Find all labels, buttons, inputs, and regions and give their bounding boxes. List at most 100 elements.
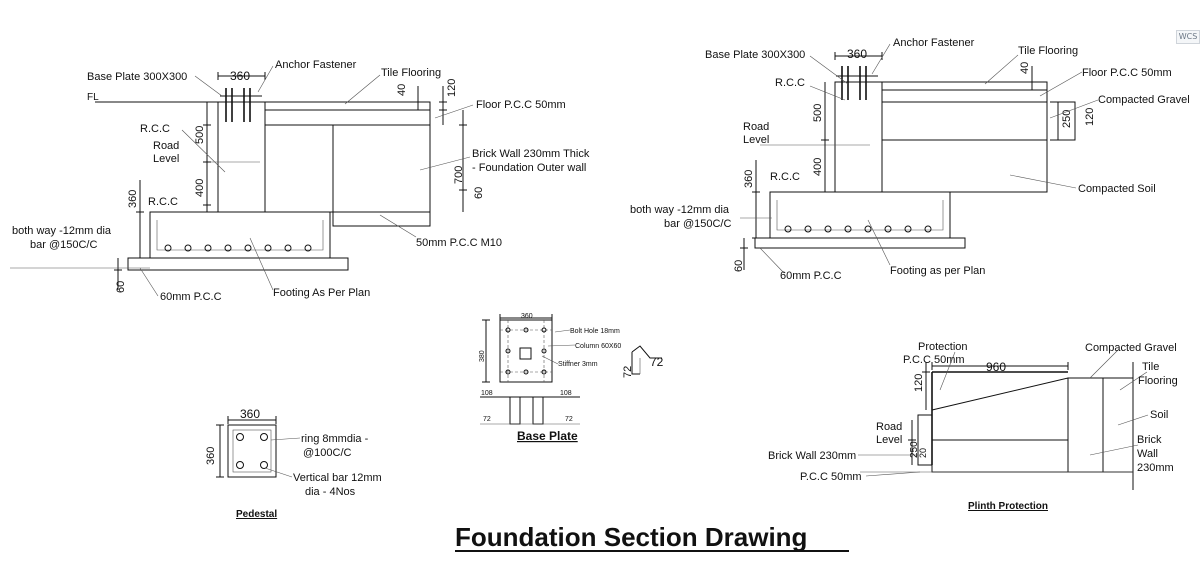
- label-bar-left-1: both way -12mm dia: [12, 225, 112, 237]
- label-road-left: Road: [153, 140, 179, 152]
- label-pcc-m10-left: 50mm P.C.C M10: [416, 237, 502, 249]
- label-anchor-right: Anchor Fastener: [893, 37, 975, 49]
- dim-500-right: 500: [812, 104, 824, 122]
- pp-dim-20: 20: [918, 448, 928, 458]
- ped-dim-360v: 360: [205, 447, 217, 465]
- pp-label-brick-r3: 230mm: [1137, 462, 1174, 474]
- pedestal-column-left: [217, 101, 266, 213]
- bp-dim-72b: 72: [565, 416, 573, 423]
- label-bar-right-1: both way -12mm dia: [630, 204, 730, 216]
- dim-500-left: 500: [194, 126, 206, 144]
- dim-60a-left: 60: [473, 187, 485, 199]
- pp-label-tile-1: Tile: [1142, 361, 1159, 373]
- drawing-title: Foundation Section Drawing: [455, 522, 807, 552]
- label-tile-left: Tile Flooring: [381, 67, 441, 79]
- label-road-right: Road: [743, 121, 769, 133]
- pp-label-pcc: P.C.C 50mm: [800, 471, 862, 483]
- label-base-plate-right: Base Plate 300X300: [705, 49, 805, 61]
- dim-40-right: 40: [1019, 62, 1031, 74]
- footing-left: [149, 211, 331, 259]
- label-footing-right: Footing as per Plan: [890, 265, 985, 277]
- plinth-fill: [931, 377, 1069, 473]
- bp-dim-108a: 108: [481, 390, 493, 397]
- bp-dim-72d: 72: [622, 366, 634, 378]
- pp-label-protection-2: P.C.C 50mm: [903, 354, 965, 366]
- ped-dim-360h: 360: [240, 407, 260, 421]
- dim-360-right: 360: [847, 47, 867, 61]
- bp-label-stiffner: Stiffner 3mm: [558, 361, 598, 368]
- bp-dim-72a: 72: [483, 416, 491, 423]
- label-bar-left-2: bar @150C/C: [30, 239, 97, 251]
- dim-120-right: 120: [1084, 108, 1096, 126]
- pcc-60-left: [127, 257, 349, 271]
- ped-label-vbar-2: dia - 4Nos: [305, 486, 356, 498]
- pcc-60-right: [754, 237, 966, 249]
- base-plate-detail: 360 380 Bolt Hole 18mm Column 60X60 Stif…: [479, 313, 664, 443]
- dim-360v-left: 360: [127, 190, 139, 208]
- label-fl: FL: [87, 92, 99, 103]
- footing-right: [769, 191, 951, 239]
- right-foundation-section: Base Plate 300X300 360 Anchor Fastener T…: [630, 37, 1190, 282]
- pedestal-detail: 360 360 ring 8mmdia - @100C/C Vertical b…: [205, 407, 382, 520]
- pp-label-tile-2: Flooring: [1138, 375, 1178, 387]
- pp-label-brick-r2: Wall: [1137, 448, 1158, 460]
- compacted-soil-right: [881, 139, 1048, 193]
- bp-dim-72c: 72: [650, 355, 664, 369]
- plinth-soil-band: [931, 439, 1069, 473]
- label-pcc60-right: 60mm P.C.C: [780, 270, 842, 282]
- stiffner-detail: [631, 345, 662, 375]
- dim-250-right: 250: [1061, 110, 1073, 128]
- label-tile-right: Tile Flooring: [1018, 45, 1078, 57]
- pp-dim-120: 120: [913, 374, 925, 392]
- label-pcc60-left: 60mm P.C.C: [160, 291, 222, 303]
- dim-60b-left: 60: [115, 281, 127, 293]
- bp-dim-108b: 108: [560, 390, 572, 397]
- dim-400-left: 400: [194, 179, 206, 197]
- rebars-left: [164, 244, 312, 252]
- anchor-bolts-right: [841, 66, 867, 100]
- floor-pcc-left: [264, 109, 431, 126]
- ped-label-ring-2: @100C/C: [303, 447, 352, 459]
- bp-dim-380: 380: [479, 350, 486, 362]
- bp-caption: Base Plate: [517, 429, 578, 443]
- pp-dim-250: 250: [909, 441, 920, 458]
- pp-label-level: Level: [876, 434, 902, 446]
- label-rcc-lower-left: R.C.C: [148, 196, 178, 208]
- bp-dim-360: 360: [521, 313, 533, 320]
- label-brick-left-2: - Foundation Outer wall: [472, 162, 586, 174]
- dim-360-left: 360: [230, 69, 250, 83]
- label-base-plate-left: Base Plate 300X300: [87, 71, 187, 83]
- pp-dim-960: 960: [986, 360, 1006, 374]
- pp-caption: Plinth Protection: [968, 501, 1048, 512]
- pp-label-brick-r1: Brick: [1137, 434, 1162, 446]
- label-gravel-right: Compacted Gravel: [1098, 94, 1190, 106]
- tile-flooring-right: [881, 81, 1048, 91]
- pedestal-bars: [236, 433, 268, 469]
- bp-label-column: Column 60X60: [575, 343, 621, 350]
- pp-label-gravel: Compacted Gravel: [1085, 342, 1177, 354]
- floor-pcc-right: [881, 89, 1048, 103]
- pp-label-brick-left: Brick Wall 230mm: [768, 450, 856, 462]
- label-floor-pcc-right: Floor P.C.C 50mm: [1082, 67, 1172, 79]
- dim-40-left: 40: [396, 84, 408, 96]
- pp-label-road: Road: [876, 421, 902, 433]
- rebars-right: [784, 225, 932, 233]
- label-rcc-lower-right: R.C.C: [770, 171, 800, 183]
- label-rcc-upper-right: R.C.C: [775, 77, 805, 89]
- ped-label-vbar-1: Vertical bar 12mm: [293, 472, 382, 484]
- ped-label-ring-1: ring 8mmdia -: [301, 433, 369, 445]
- label-floor-pcc-left: Floor P.C.C 50mm: [476, 99, 566, 111]
- dim-400-right: 400: [812, 158, 824, 176]
- label-rcc-upper-left: R.C.C: [140, 123, 170, 135]
- dim-60-right: 60: [733, 260, 745, 272]
- pp-label-protection-1: Protection: [918, 341, 968, 353]
- pedestal-outline: [227, 424, 277, 478]
- label-footing-left: Footing As Per Plan: [273, 287, 370, 299]
- compacted-gravel-right: [881, 101, 1048, 141]
- anchor-bolts-left: [225, 88, 251, 122]
- bolt-holes: [505, 327, 547, 375]
- column-square: [519, 347, 532, 360]
- dim-700-left: 700: [453, 166, 465, 184]
- base-plate-outline: [499, 319, 553, 383]
